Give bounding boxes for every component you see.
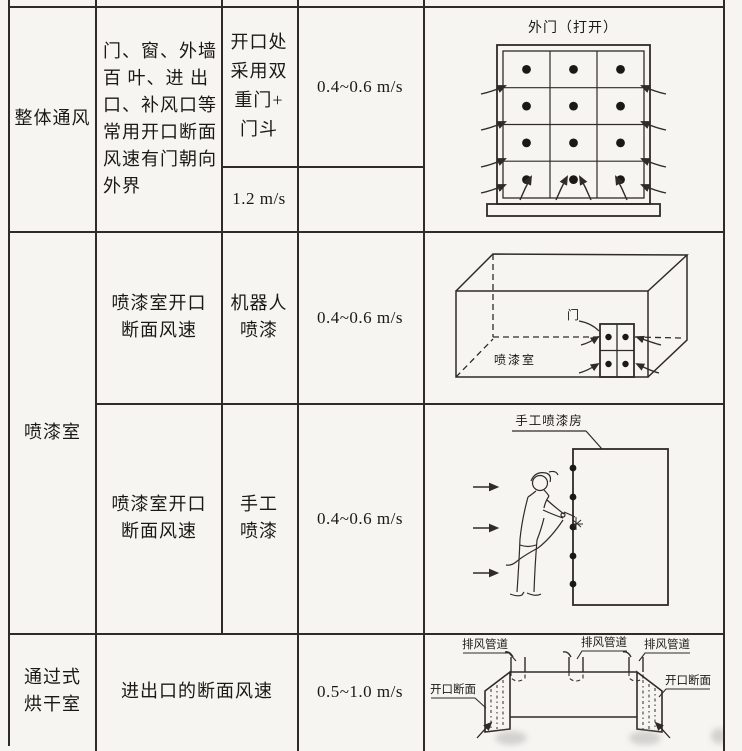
booth-wall	[572, 448, 669, 606]
table-right-border	[723, 0, 725, 751]
spray-room-box-diagram: 门 喷漆室	[455, 253, 689, 378]
room-airflow-arrows	[578, 335, 662, 374]
row3-speed: 0.5~1.0 m/s	[316, 681, 403, 701]
row2-row3-divider	[8, 633, 725, 635]
exhaust-duct-label-1: 排风管道	[462, 637, 508, 651]
row2b-method: 手工 喷漆	[240, 494, 278, 541]
table-top-border	[8, 6, 725, 8]
opening-label-leaders	[431, 688, 710, 709]
row3-description: 进出口的断面风速	[121, 680, 273, 701]
row1-row2-divider	[8, 231, 725, 233]
opening-hatch	[490, 680, 656, 730]
booth-label-leader	[512, 430, 603, 450]
row2a-speed: 0.4~0.6 m/s	[316, 307, 403, 327]
opening-label-right: 开口断面	[665, 673, 711, 687]
door-diagram-title: 外门（打开）	[528, 19, 618, 36]
row2b-description: 喷漆室开口 断面风速	[111, 494, 207, 541]
spray-burst	[572, 517, 583, 530]
row1-condition-b: 1.2 m/s	[232, 189, 286, 208]
scan-smudges	[495, 728, 723, 745]
row1-category: 整体通风	[14, 108, 91, 128]
row2b-speed: 0.4~0.6 m/s	[316, 508, 403, 528]
row1-description: 门、窗、外墙 百 叶、进 出 口、补风口等 常用开口断面 风速有门朝向 外界	[103, 40, 217, 196]
col3-col4-divider	[297, 0, 299, 751]
wind-arrows	[473, 482, 500, 578]
airflow-arrows	[480, 85, 667, 201]
exhaust-pipes	[504, 651, 644, 682]
room-hidden-edges	[455, 254, 682, 378]
row2a-method: 机器人 喷漆	[230, 293, 288, 340]
booth-measure-dots	[569, 464, 577, 588]
booth-label: 手工喷漆房	[515, 413, 583, 428]
row1-speed: 0.4~0.6 m/s	[316, 76, 403, 96]
col1-col2-divider	[95, 0, 97, 751]
col2-col3-divider	[221, 0, 223, 634]
row2a-description: 喷漆室开口 断面风速	[111, 293, 207, 340]
row1-inner-divider	[221, 166, 425, 168]
painter-figure	[505, 470, 576, 597]
room-door-grid	[599, 323, 635, 378]
exhaust-duct-label-3: 排风管道	[644, 637, 690, 651]
open-door-diagram: 外门（打开）	[480, 19, 667, 217]
row2-inner-divider	[95, 403, 725, 405]
door-label-leader	[578, 320, 600, 332]
col4-col5-divider	[423, 0, 425, 751]
duct-label-leaders	[463, 650, 690, 662]
drying-tunnel-diagram: 排风管道 排风管道 排风管道 开口断面 开口断面	[430, 635, 723, 745]
table-left-border	[8, 0, 10, 746]
room-door-dots	[605, 333, 629, 368]
opening-label-left: 开口断面	[430, 682, 476, 696]
tunnel-body	[484, 670, 663, 733]
exhaust-duct-label-2: 排风管道	[581, 635, 627, 649]
room-box-edges	[455, 253, 689, 378]
room-door-label: 门	[567, 307, 579, 322]
row1-condition-a: 开口处 采用双 重门+ 门斗	[230, 32, 288, 139]
spray-room-label: 喷漆室	[494, 352, 536, 367]
row3-category: 通过式 烘干室	[24, 667, 81, 714]
row2-category: 喷漆室	[24, 421, 81, 442]
tunnel-airflow-arrows	[476, 721, 671, 739]
door-grid	[503, 51, 644, 198]
manual-spray-booth-diagram: 手工喷漆房	[473, 413, 669, 606]
